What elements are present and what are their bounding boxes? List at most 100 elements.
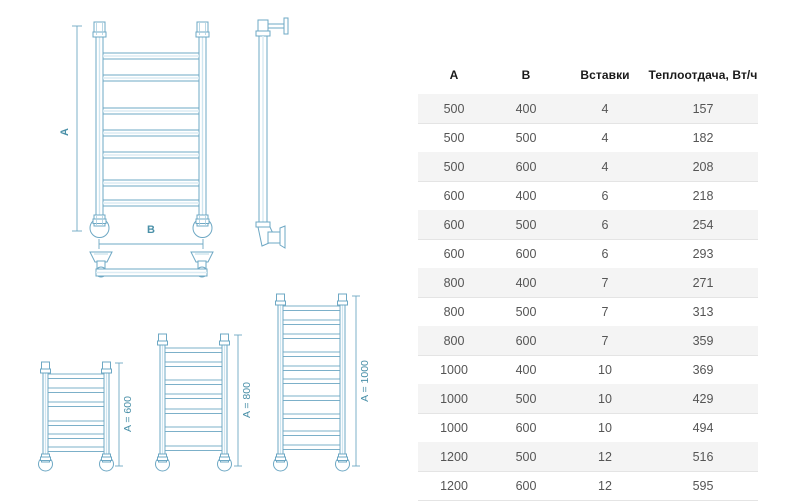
cell-b: 600 bbox=[490, 413, 562, 443]
cell-heat-output: 182 bbox=[648, 123, 758, 153]
cell-inserts: 4 bbox=[562, 123, 648, 153]
variant-600-dimension: A = 600 bbox=[115, 362, 134, 467]
top-connector-left bbox=[92, 21, 107, 38]
header-heat-output: Теплоотдача, Вт/ч bbox=[648, 58, 758, 95]
cell-b: 400 bbox=[490, 268, 562, 298]
cell-heat-output: 429 bbox=[648, 384, 758, 414]
cell-a: 1200 bbox=[418, 442, 490, 472]
cell-b: 500 bbox=[490, 210, 562, 240]
cell-heat-output: 157 bbox=[648, 94, 758, 124]
variant-1000-dimension: A = 1000 bbox=[352, 295, 371, 467]
cell-heat-output: 369 bbox=[648, 355, 758, 385]
cell-inserts: 6 bbox=[562, 239, 648, 269]
rung bbox=[102, 199, 200, 207]
cell-a: 800 bbox=[418, 297, 490, 327]
rung bbox=[102, 107, 200, 115]
rungs-group bbox=[47, 373, 105, 452]
dimension-b: B bbox=[98, 224, 204, 249]
dimension-a: A bbox=[59, 25, 82, 232]
variant-600-label: A = 600 bbox=[122, 396, 134, 432]
cell-a: 600 bbox=[418, 239, 490, 269]
cell-inserts: 4 bbox=[562, 94, 648, 124]
dimension-b-label: B bbox=[147, 224, 155, 236]
bottom-connector-right bbox=[192, 214, 213, 238]
dimension-a-label: A bbox=[59, 128, 71, 136]
variant-600: A = 600 bbox=[38, 361, 134, 472]
cell-b: 500 bbox=[490, 297, 562, 327]
cell-heat-output: 516 bbox=[648, 442, 758, 472]
header-inserts: Вставки bbox=[562, 58, 648, 95]
cell-inserts: 6 bbox=[562, 181, 648, 211]
cell-heat-output: 254 bbox=[648, 210, 758, 240]
cell-inserts: 12 bbox=[562, 471, 648, 501]
side-riser bbox=[258, 36, 268, 223]
cell-heat-output: 359 bbox=[648, 326, 758, 356]
cell-a: 600 bbox=[418, 181, 490, 211]
cell-b: 400 bbox=[490, 94, 562, 124]
variant-1000: A = 1000 bbox=[273, 293, 371, 472]
cell-b: 600 bbox=[490, 471, 562, 501]
side-view bbox=[255, 17, 289, 249]
cell-heat-output: 595 bbox=[648, 471, 758, 501]
cell-a: 800 bbox=[418, 268, 490, 298]
variant-800-label: A = 800 bbox=[241, 382, 253, 418]
cell-a: 1000 bbox=[418, 355, 490, 385]
cell-inserts: 7 bbox=[562, 297, 648, 327]
cell-a: 1200 bbox=[418, 471, 490, 501]
bottom-connector-left bbox=[89, 214, 110, 238]
cell-a: 500 bbox=[418, 152, 490, 182]
cell-heat-output: 293 bbox=[648, 239, 758, 269]
cell-a: 1000 bbox=[418, 384, 490, 414]
variant-800-dimension: A = 800 bbox=[234, 334, 253, 467]
variant-800: A = 800 bbox=[155, 333, 253, 472]
cell-b: 500 bbox=[490, 442, 562, 472]
cell-inserts: 12 bbox=[562, 442, 648, 472]
cell-a: 500 bbox=[418, 94, 490, 124]
cell-a: 800 bbox=[418, 326, 490, 356]
cell-a: 1000 bbox=[418, 413, 490, 443]
cell-inserts: 7 bbox=[562, 268, 648, 298]
cell-inserts: 6 bbox=[562, 210, 648, 240]
cell-heat-output: 494 bbox=[648, 413, 758, 443]
left-riser bbox=[95, 30, 104, 222]
cell-b: 600 bbox=[490, 326, 562, 356]
cell-b: 500 bbox=[490, 123, 562, 153]
rung bbox=[102, 179, 200, 187]
front-view bbox=[89, 21, 213, 238]
cell-heat-output: 218 bbox=[648, 181, 758, 211]
bottom-view bbox=[89, 251, 214, 278]
cell-heat-output: 313 bbox=[648, 297, 758, 327]
cell-inserts: 10 bbox=[562, 355, 648, 385]
rungs-group bbox=[164, 347, 223, 451]
rung bbox=[102, 129, 200, 137]
cell-heat-output: 208 bbox=[648, 152, 758, 182]
side-bottom-mount bbox=[255, 221, 286, 249]
table-header: A B Вставки Теплоотдача, Вт/ч bbox=[418, 58, 758, 95]
cell-b: 600 bbox=[490, 152, 562, 182]
cell-inserts: 7 bbox=[562, 326, 648, 356]
drawings-svg: A B bbox=[38, 17, 371, 472]
right-riser bbox=[198, 30, 207, 222]
cell-inserts: 4 bbox=[562, 152, 648, 182]
technical-drawings-panel: A B bbox=[38, 17, 371, 472]
rung bbox=[102, 52, 200, 60]
top-connector-right bbox=[195, 21, 210, 38]
header-b: B bbox=[490, 58, 562, 95]
cell-heat-output: 271 bbox=[648, 268, 758, 298]
rung bbox=[102, 74, 200, 82]
header-row: A B Вставки Теплоотдача, Вт/ч bbox=[418, 58, 758, 95]
